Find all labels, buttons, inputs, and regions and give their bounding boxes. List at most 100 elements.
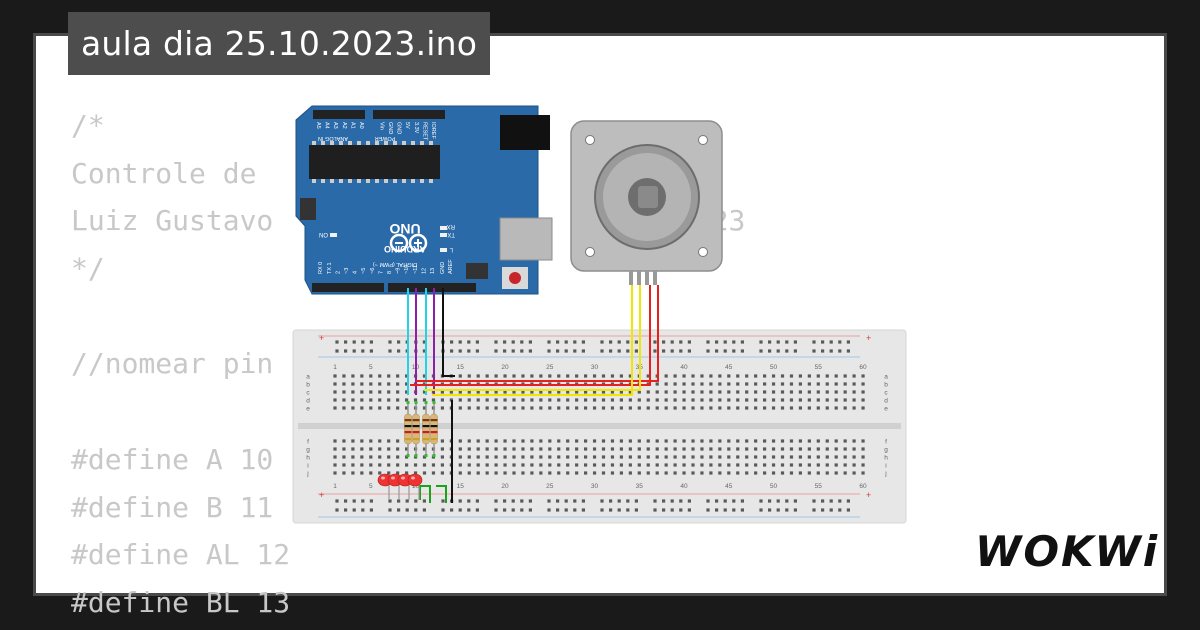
breadboard-hole xyxy=(637,406,641,410)
breadboard-hole xyxy=(360,463,364,467)
rail-hole xyxy=(732,340,736,344)
breadboard-hole xyxy=(610,463,615,467)
breadboard-hole xyxy=(333,471,337,475)
breadboard-hole xyxy=(467,447,471,451)
rail-hole xyxy=(475,349,479,353)
rail-hole xyxy=(511,340,515,344)
breadboard-hole xyxy=(575,447,579,451)
reset-button[interactable] xyxy=(509,272,521,284)
chip-pin xyxy=(375,179,379,183)
wire-red-coil-a[interactable] xyxy=(410,285,651,386)
rail-hole xyxy=(494,499,498,503)
breadboard-hole xyxy=(646,439,650,443)
breadboard-hole xyxy=(700,398,704,402)
usb-port xyxy=(499,217,553,261)
breadboard-hole xyxy=(530,471,534,475)
breadboard-hole xyxy=(396,455,400,459)
resistor-body[interactable] xyxy=(422,413,430,445)
rail-hole xyxy=(528,340,532,344)
rail-hole xyxy=(679,340,683,344)
rail-hole xyxy=(450,349,454,353)
breadboard-hole xyxy=(413,471,418,475)
breadboard-hole xyxy=(378,374,382,378)
resistor-body[interactable] xyxy=(404,413,412,445)
breadboard-hole xyxy=(378,382,382,386)
breadboard-hole xyxy=(780,463,785,467)
rail-hole xyxy=(511,499,515,503)
on-led xyxy=(330,233,337,237)
digital-pin-label: ~10 xyxy=(404,265,410,274)
breadboard-hole xyxy=(852,390,856,394)
breadboard-hole xyxy=(655,406,659,410)
wire-yellow-coil-d[interactable] xyxy=(432,285,633,396)
breadboard-hole xyxy=(342,374,346,378)
breadboard-hole xyxy=(673,439,677,443)
wire-black-gnd[interactable] xyxy=(442,288,455,377)
breadboard-hole xyxy=(852,455,856,459)
breadboard-hole xyxy=(592,374,597,378)
breadboard-hole xyxy=(584,455,588,459)
breadboard-hole xyxy=(646,374,650,378)
chip-pin xyxy=(321,179,325,183)
rail-hole xyxy=(679,508,683,512)
leds[interactable] xyxy=(377,473,423,500)
rail-hole xyxy=(687,499,691,503)
breadboard-hole xyxy=(610,447,615,451)
led-highlight xyxy=(391,476,395,480)
wire-green-led[interactable] xyxy=(419,485,431,503)
breadboard-hole xyxy=(476,463,480,467)
rail-hole xyxy=(812,508,816,512)
rail-hole xyxy=(547,508,551,512)
rail-hole xyxy=(653,349,657,353)
breadboard-hole xyxy=(467,390,471,394)
led-red[interactable] xyxy=(407,473,423,487)
breadboard-hole xyxy=(754,390,758,394)
rail-hole xyxy=(821,499,825,503)
breadboard-hole xyxy=(664,463,668,467)
breadboard-hole xyxy=(628,447,632,451)
rail-hole xyxy=(626,508,630,512)
breadboard-hole xyxy=(736,471,740,475)
chip-pin xyxy=(330,141,334,145)
resistor-body[interactable] xyxy=(430,413,438,445)
breadboard-hole xyxy=(789,382,794,386)
rail-hole xyxy=(785,340,789,344)
breadboard-hole xyxy=(360,455,364,459)
rail-hole xyxy=(520,349,524,353)
rail-hole xyxy=(776,349,780,353)
breadboard-hole xyxy=(575,439,579,443)
breadboard[interactable]: + + + + 11551010151520202525303035354040… xyxy=(292,329,907,524)
breadboard-hole xyxy=(718,471,722,475)
breadboard-hole xyxy=(691,382,695,386)
arduino-uno[interactable]: UNO ARDUINO ON RX TX L DIGITAL (PWM ~) P… xyxy=(295,105,553,295)
breadboard-hole xyxy=(763,390,767,394)
rail-hole xyxy=(670,508,674,512)
rail-hole xyxy=(361,508,365,512)
chip-pin xyxy=(402,179,406,183)
rail-hole xyxy=(458,508,462,512)
stepper-motor[interactable] xyxy=(570,120,723,285)
rail-hole xyxy=(564,340,568,344)
connection-dot xyxy=(432,454,436,457)
breadboard-hole xyxy=(691,390,695,394)
breadboard-hole xyxy=(861,471,865,475)
rail-hole xyxy=(634,508,638,512)
breadboard-hole xyxy=(843,406,847,410)
wire-red-coil-b[interactable] xyxy=(416,285,659,382)
wire-green-led[interactable] xyxy=(436,485,447,503)
breadboard-hole xyxy=(387,447,391,451)
breadboard-hole xyxy=(619,463,623,467)
rail-hole xyxy=(441,499,445,503)
breadboard-hole xyxy=(494,398,498,402)
breadboard-hole xyxy=(646,463,650,467)
wire-yellow-coil-c[interactable] xyxy=(424,285,641,391)
breadboard-hole xyxy=(396,382,400,386)
breadboard-hole xyxy=(763,398,767,402)
resistors[interactable] xyxy=(404,401,438,457)
resistor-body[interactable] xyxy=(412,413,420,445)
breadboard-hole xyxy=(601,471,606,475)
breadboard-hole xyxy=(413,463,418,467)
column-number: 35 xyxy=(636,483,644,490)
breadboard-hole xyxy=(503,463,507,467)
